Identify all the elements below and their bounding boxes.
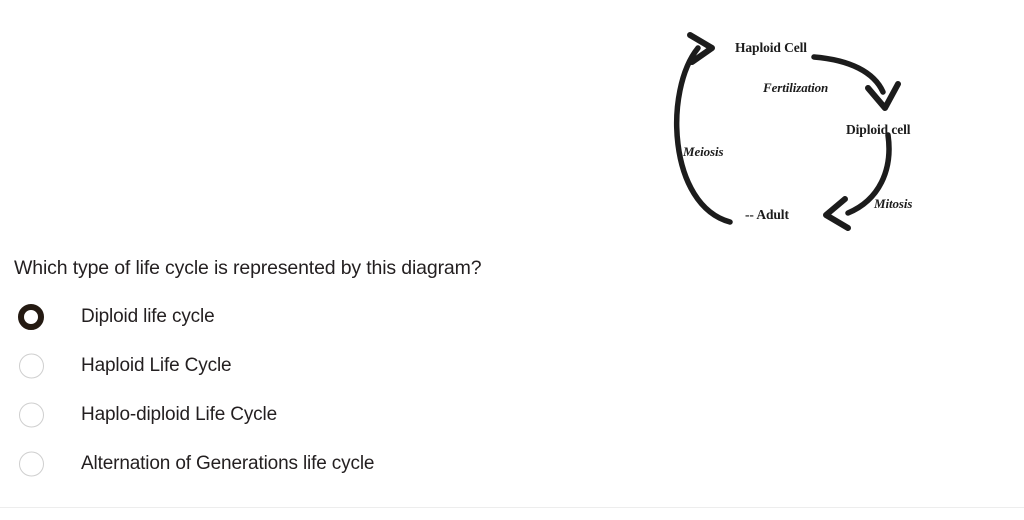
option-label-haplo-diploid-life-cycle: Haplo-diploid Life Cycle <box>81 403 278 425</box>
fertilization-arc <box>811 54 886 95</box>
option-row-alternation-of-generations-life-cycle[interactable]: Alternation of Generations life cycle <box>0 439 660 488</box>
question-text: Which type of life cycle is represented … <box>14 257 482 279</box>
mitosis-arrow <box>823 132 892 231</box>
process-label-mitosis: Mitosis <box>873 196 912 211</box>
option-row-haploid-life-cycle[interactable]: Haploid Life Cycle <box>0 341 660 390</box>
node-label-adult: -- Adult <box>745 207 789 222</box>
radio-button-unselected[interactable] <box>19 353 44 378</box>
option-row-haplo-diploid-life-cycle[interactable]: Haplo-diploid Life Cycle <box>0 390 660 439</box>
answer-options-list: Diploid life cycle Haploid Life Cycle Ha… <box>0 292 660 488</box>
option-label-diploid-life-cycle: Diploid life cycle <box>81 305 215 327</box>
process-label-fertilization: Fertilization <box>762 80 828 95</box>
node-label-diploid-cell: Diploid cell <box>846 122 911 137</box>
option-label-haploid-life-cycle: Haploid Life Cycle <box>81 354 232 376</box>
life-cycle-diagram: Haploid Cell Diploid cell -- Adult Ferti… <box>650 0 1024 250</box>
diagram-svg: Haploid Cell Diploid cell -- Adult Ferti… <box>674 32 912 231</box>
mitosis-arc <box>845 132 892 216</box>
footer-divider <box>0 507 1024 508</box>
radio-button-unselected[interactable] <box>19 451 44 476</box>
mitosis-arrowhead <box>823 196 851 231</box>
fertilization-arrow <box>811 54 901 111</box>
meiosis-arrow <box>674 32 733 225</box>
fertilization-arrowhead <box>865 81 901 111</box>
meiosis-arc <box>674 45 733 225</box>
meiosis-arrowhead <box>687 32 715 65</box>
option-label-alternation-of-generations-life-cycle: Alternation of Generations life cycle <box>81 452 375 474</box>
radio-button-unselected[interactable] <box>19 402 44 427</box>
radio-button-selected[interactable] <box>18 303 44 330</box>
process-label-meiosis: Meiosis <box>682 144 724 159</box>
option-row-diploid-life-cycle[interactable]: Diploid life cycle <box>0 292 660 341</box>
node-label-haploid-cell: Haploid Cell <box>735 40 807 55</box>
